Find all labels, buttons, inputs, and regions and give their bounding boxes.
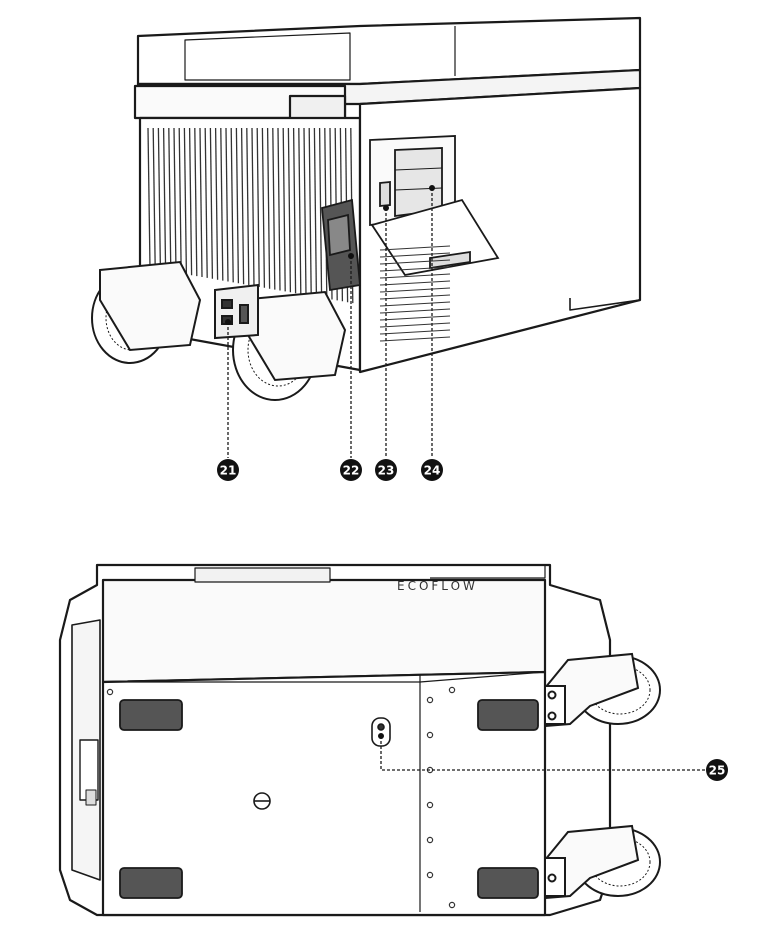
foot-bottom-left <box>120 868 182 898</box>
svg-text:25: 25 <box>709 764 726 778</box>
switch <box>380 182 390 206</box>
callout-24: 24 <box>421 459 443 481</box>
svg-text:24: 24 <box>424 464 441 478</box>
ac-port-block <box>215 285 258 338</box>
callout-25: 25 <box>706 759 728 781</box>
bottom-view <box>60 565 610 915</box>
foot-top-right <box>478 700 538 730</box>
brand-logo: ECOFLOW <box>397 579 478 593</box>
svg-text:21: 21 <box>220 464 237 478</box>
callout-22: 22 <box>340 459 362 481</box>
foot-bottom-right <box>478 868 538 898</box>
callout-21: 21 <box>217 459 239 481</box>
svg-text:23: 23 <box>378 464 395 478</box>
callout-23: 23 <box>375 459 397 481</box>
lid-band <box>103 580 545 682</box>
compartment-opening <box>395 148 442 216</box>
svg-text:22: 22 <box>343 464 360 478</box>
foot-top-left <box>120 700 182 730</box>
